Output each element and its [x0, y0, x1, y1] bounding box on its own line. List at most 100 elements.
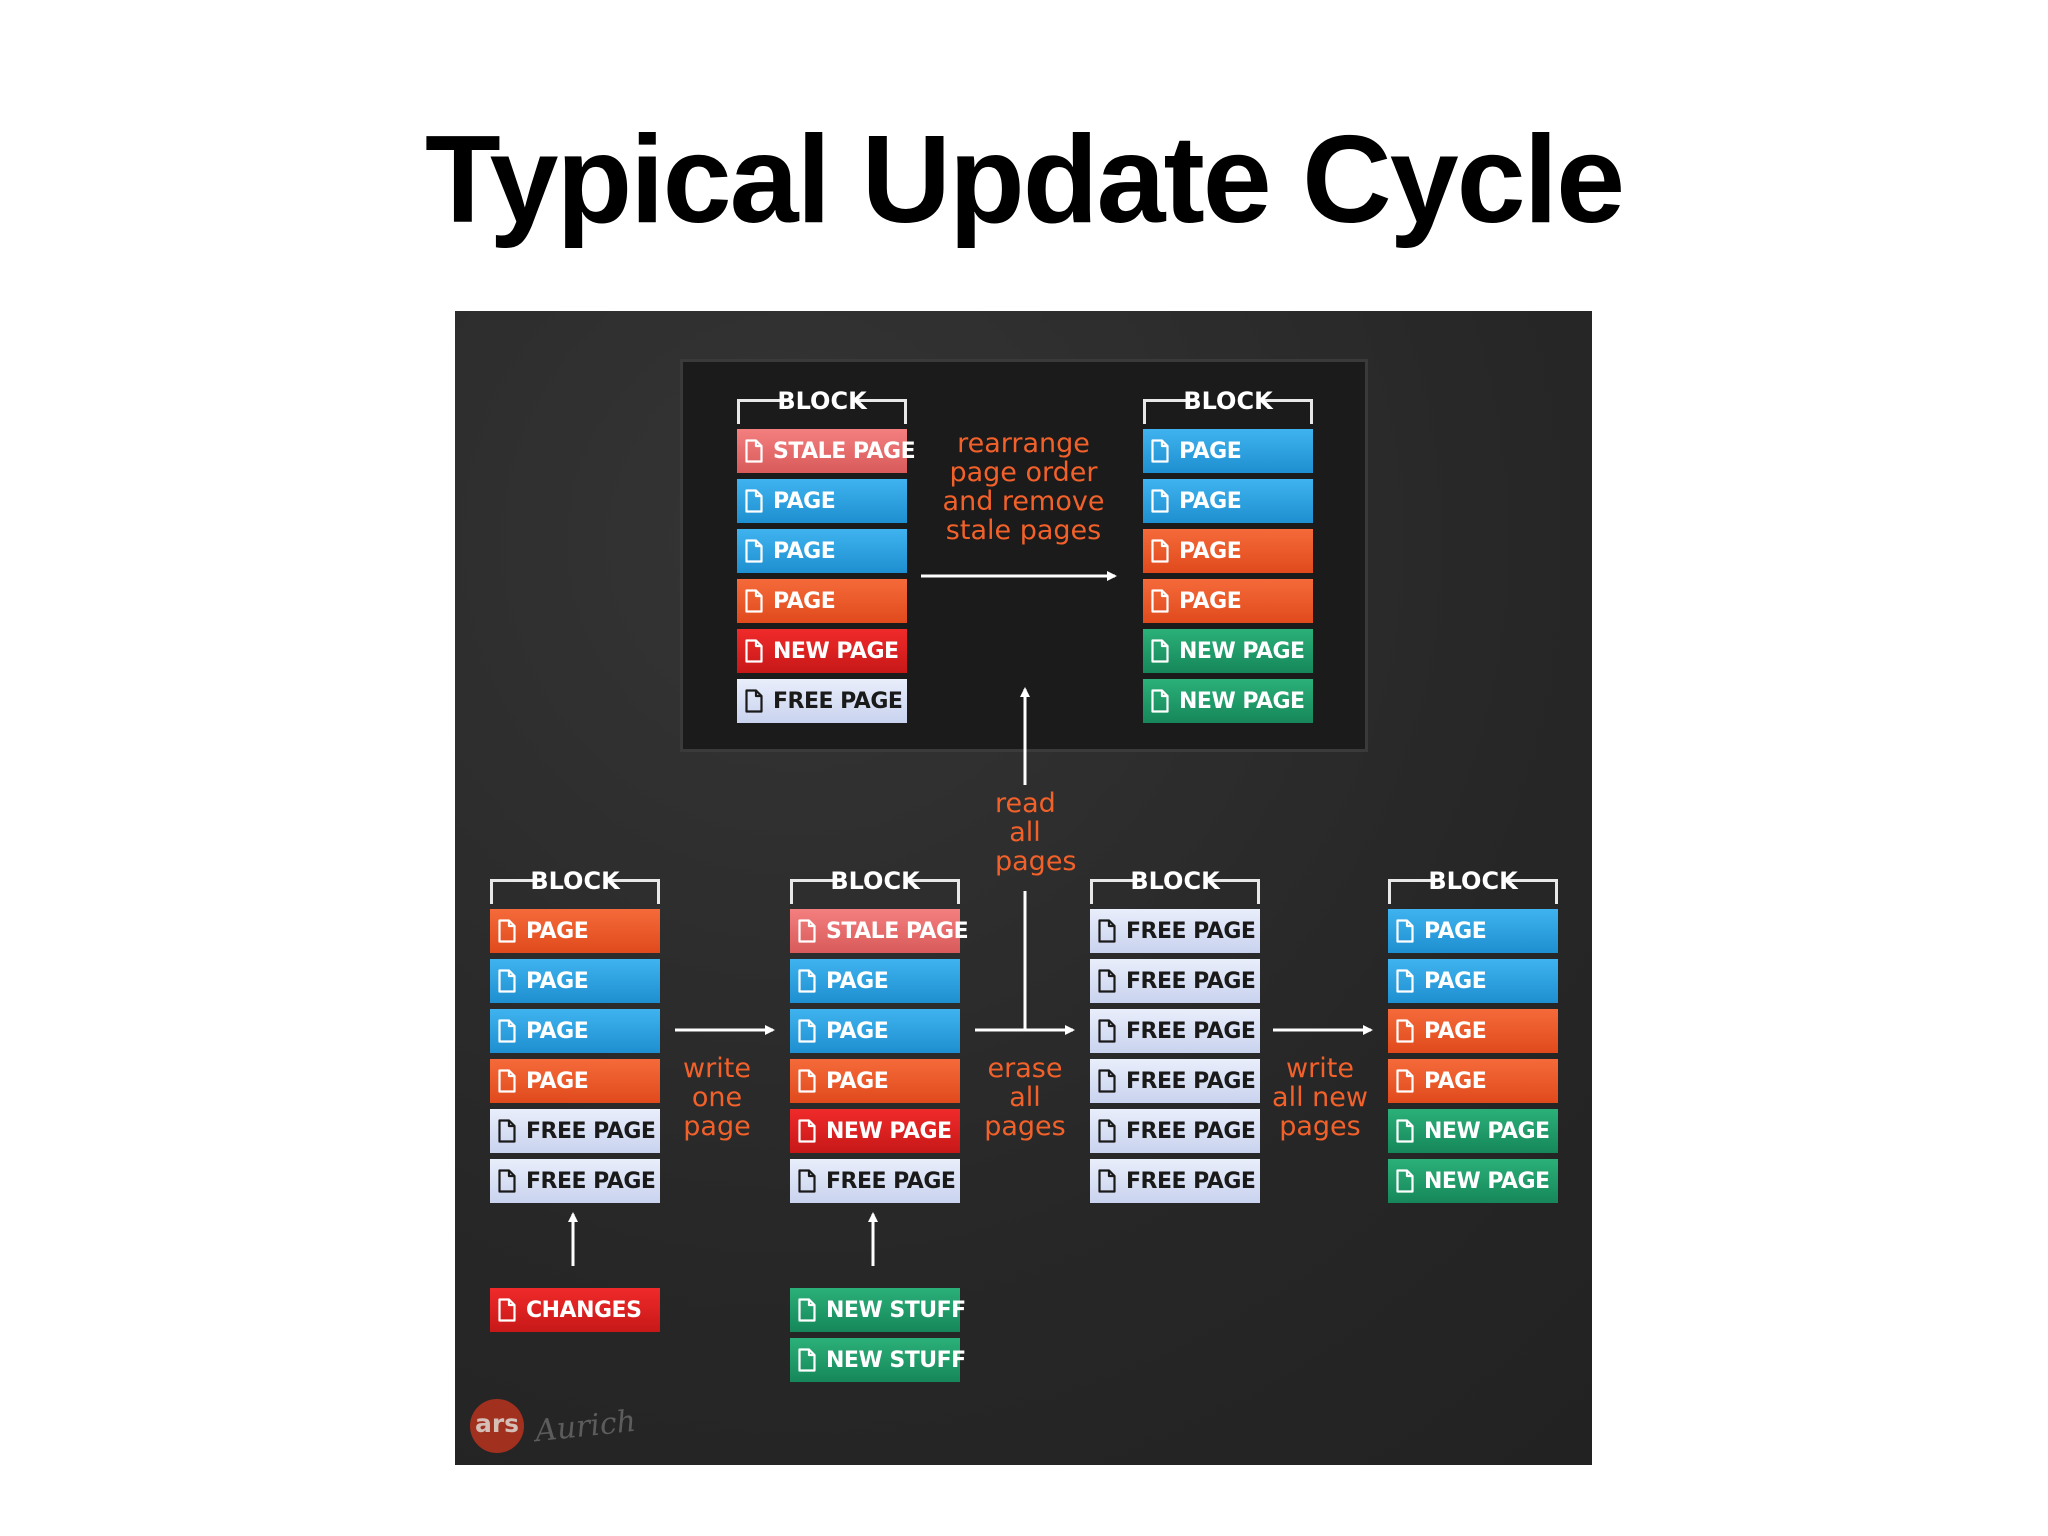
page-label: PAGE — [1424, 918, 1487, 944]
page-label: FREE PAGE — [1126, 918, 1256, 944]
page-label: STALE PAGE — [773, 438, 916, 464]
page-label: PAGE — [1424, 968, 1487, 994]
block-header: BLOCK — [790, 859, 960, 904]
document-icon — [1396, 1019, 1414, 1043]
page-cell: PAGE — [737, 579, 907, 623]
page-label: NEW PAGE — [1179, 688, 1305, 714]
page-cell: FREE PAGE — [490, 1109, 660, 1153]
page-label: NEW STUFF — [826, 1347, 966, 1373]
document-icon — [498, 1169, 516, 1193]
document-icon — [745, 539, 763, 563]
page-label: PAGE — [826, 968, 889, 994]
page-label: PAGE — [1179, 538, 1242, 564]
document-icon — [1151, 689, 1169, 713]
caption-line: page order — [949, 457, 1098, 488]
page-cell: PAGE — [737, 529, 907, 573]
document-icon — [745, 639, 763, 663]
page-cell: PAGE — [1388, 1059, 1558, 1103]
document-icon — [745, 589, 763, 613]
block-label: BLOCK — [1183, 387, 1273, 415]
document-icon — [1098, 919, 1116, 943]
page-cell: PAGE — [790, 1009, 960, 1053]
page-cell: PAGE — [1388, 959, 1558, 1003]
document-icon — [1151, 539, 1169, 563]
block-label: BLOCK — [777, 387, 867, 415]
page-label: PAGE — [1179, 588, 1242, 614]
page-label: FREE PAGE — [1126, 1168, 1256, 1194]
block-header: BLOCK — [1388, 859, 1558, 904]
page-label: PAGE — [773, 588, 836, 614]
page-label: PAGE — [773, 488, 836, 514]
page-cell: STALE PAGE — [737, 429, 916, 473]
page-cell: PAGE — [1388, 909, 1558, 953]
page-cell: PAGE — [737, 479, 907, 523]
document-icon — [1098, 1119, 1116, 1143]
slide-title: Typical Update Cycle — [424, 111, 1625, 249]
changes-input: CHANGES — [490, 1280, 660, 1332]
page-cell: FREE PAGE — [1090, 909, 1260, 953]
page-label: PAGE — [526, 1018, 589, 1044]
page-label: FREE PAGE — [526, 1168, 656, 1194]
page-cell: FREE PAGE — [1090, 1109, 1260, 1153]
document-icon — [1396, 1069, 1414, 1093]
caption-line: erase — [987, 1053, 1063, 1084]
page-cell: NEW PAGE — [790, 1109, 960, 1153]
block-label: BLOCK — [530, 867, 620, 895]
caption-line: pages — [1279, 1111, 1361, 1142]
page-label: PAGE — [526, 968, 589, 994]
document-icon — [498, 919, 516, 943]
page-label: NEW PAGE — [1424, 1168, 1550, 1194]
page-label: CHANGES — [526, 1297, 642, 1323]
page-label: NEW PAGE — [826, 1118, 952, 1144]
page-label: FREE PAGE — [1126, 1018, 1256, 1044]
page-cell: FREE PAGE — [790, 1159, 960, 1203]
block-erased: BLOCK FREE PAGE FREE PAGE FREE PAGE FREE PAG… — [1090, 859, 1260, 1203]
caption-line: all — [1009, 817, 1041, 848]
page-cell: FREE PAGE — [1090, 1059, 1260, 1103]
page-cell: FREE PAGE — [1090, 1009, 1260, 1053]
document-icon — [745, 489, 763, 513]
caption-line: stale pages — [945, 515, 1102, 546]
page-label: PAGE — [826, 1068, 889, 1094]
page-cell: NEW PAGE — [1388, 1109, 1558, 1153]
block-label: BLOCK — [1428, 867, 1518, 895]
page-label: PAGE — [826, 1018, 889, 1044]
page-label: STALE PAGE — [826, 918, 969, 944]
page-label: FREE PAGE — [1126, 1118, 1256, 1144]
page-cell: FREE PAGE — [1090, 1159, 1260, 1203]
update-cycle-diagram: BLOCK STALE PAGE PAGE PAGE PAGE NEW PAGE FREE … — [455, 311, 1592, 1465]
page-cell: STALE PAGE — [790, 909, 969, 953]
caption-line: write — [1286, 1053, 1354, 1084]
page-cell: PAGE — [1143, 529, 1313, 573]
document-icon — [1396, 969, 1414, 993]
block-header: BLOCK — [1143, 379, 1313, 424]
block-rewritten: BLOCK PAGE PAGE PAGE PAGE NEW PAGE NEW PAGE — [1388, 859, 1558, 1203]
page-cell: PAGE — [490, 959, 660, 1003]
caption-line: read — [995, 788, 1056, 819]
page-cell: NEW STUFF — [790, 1338, 966, 1382]
caption-line: one — [691, 1082, 743, 1113]
ars-logo: ars — [470, 1399, 524, 1453]
page-cell: PAGE — [1388, 1009, 1558, 1053]
page-cell: CHANGES — [490, 1288, 660, 1332]
caption-line: write — [683, 1053, 751, 1084]
block-after-write: BLOCK STALE PAGE PAGE PAGE PAGE NEW PAGE FREE … — [790, 859, 969, 1203]
caption-line: page — [683, 1111, 751, 1142]
page-label: PAGE — [1179, 488, 1242, 514]
page-cell: NEW PAGE — [1143, 679, 1313, 723]
page-label: NEW PAGE — [773, 638, 899, 664]
flow-arrows — [568, 571, 1373, 1266]
document-icon — [1396, 1119, 1414, 1143]
document-icon — [1098, 1169, 1116, 1193]
page-label: NEW PAGE — [1179, 638, 1305, 664]
caption-line: all — [1009, 1082, 1041, 1113]
document-icon — [1098, 1069, 1116, 1093]
block-header: BLOCK — [1090, 859, 1260, 904]
document-icon — [798, 1169, 816, 1193]
page-label: NEW PAGE — [1424, 1118, 1550, 1144]
document-icon — [745, 439, 763, 463]
document-icon — [498, 1019, 516, 1043]
